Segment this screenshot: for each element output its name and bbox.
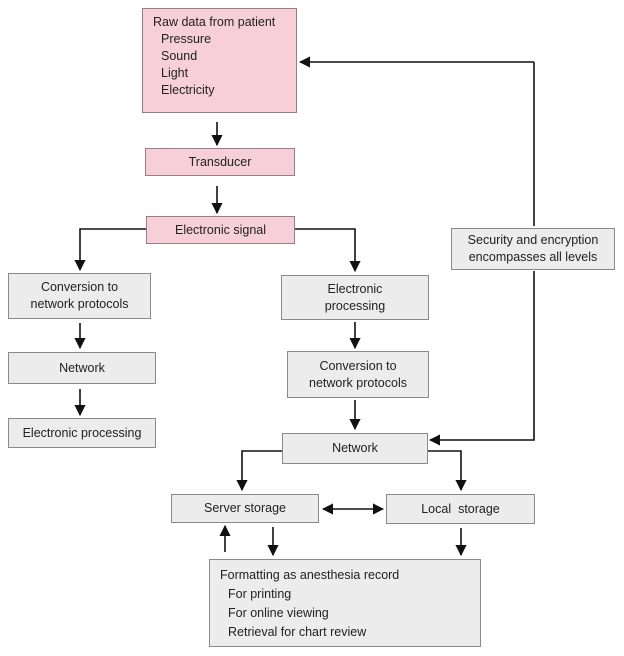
format-item-online: For online viewing [228,606,329,620]
raw-data-title: Raw data from patient [153,15,276,29]
arrow-signal-to-right-processing [293,228,361,273]
security-box: Security and encryption encompasses all … [451,228,615,270]
arrow-signal-to-left-conversion [74,228,147,272]
security-line1: Security and encryption [467,233,599,247]
arrow-network-to-local [428,450,467,492]
left-conversion-line2: network protocols [30,297,129,311]
left-network-box: Network [8,352,156,384]
left-processing-box: Electronic processing [8,418,156,448]
format-item-retrieval: Retrieval for chart review [228,625,367,639]
left-conversion-line1: Conversion to [40,280,119,294]
right-processing-box: Electronic processing [281,275,429,320]
left-conversion-box: Conversion to network protocols [8,273,151,319]
arrow-security-to-network [428,271,535,446]
right-processing-line2: processing [324,298,386,313]
format-item-printing: For printing [228,587,292,601]
server-storage-box: Server storage [171,494,319,523]
arrow-network-to-server [236,450,282,492]
electronic-signal-box: Electronic signal [146,216,295,244]
raw-item-light: Light [161,66,189,80]
format-title: Formatting as anesthesia record [220,568,400,582]
right-conversion-line1: Conversion to [319,358,397,373]
right-processing-line1: Electronic [327,281,383,296]
security-line2: encompasses all levels [468,250,598,264]
right-network-label: Network [332,441,378,455]
transducer-label: Transducer [188,154,252,169]
right-network-box: Network [282,433,428,464]
electronic-signal-label: Electronic signal [174,222,266,237]
transducer-box: Transducer [145,148,295,176]
raw-item-sound: Sound [161,49,198,63]
raw-item-electricity: Electricity [161,83,215,97]
server-storage-label: Server storage [204,501,286,515]
local-storage-box: Local storage [386,494,535,524]
raw-data-box: Raw data from patient Pressure Sound Lig… [142,8,297,113]
left-processing-label: Electronic processing [22,425,142,440]
right-conversion-box: Conversion to network protocols [287,351,429,398]
local-storage-label: Local storage [421,501,500,516]
left-network-label: Network [59,360,105,375]
right-conversion-line2: network protocols [309,375,407,390]
format-box: Formatting as anesthesia record For prin… [209,559,481,647]
raw-item-pressure: Pressure [161,32,212,46]
